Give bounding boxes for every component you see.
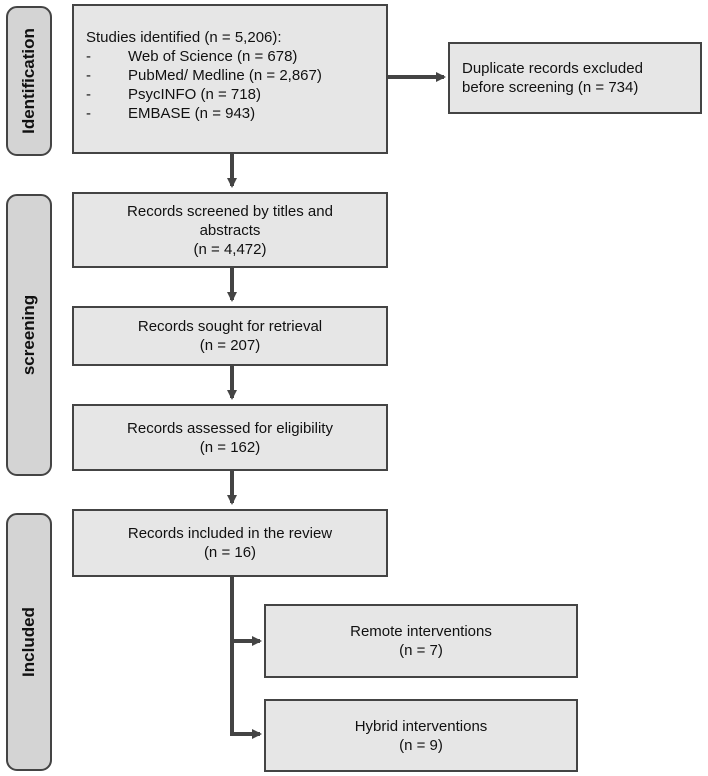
phase-included: Included	[6, 513, 52, 771]
screened-line-1: Records screened by titles and	[127, 202, 333, 220]
remote-interventions-box: Remote interventions (n = 7)	[264, 604, 578, 678]
retrieval-line-1: Records sought for retrieval	[137, 318, 323, 335]
source-bullet: -	[86, 48, 91, 65]
studies-identified-title: Studies identified (n = 5,206):	[86, 29, 282, 46]
records-retrieval-box: Records sought for retrieval (n = 207)	[72, 306, 388, 366]
included-line-1: Records included in the review	[127, 525, 333, 542]
studies-identified-box: Studies identified (n = 5,206): - Web of…	[72, 4, 388, 154]
phase-identification: Identification	[6, 6, 52, 156]
records-screened-box: Records screened by titles and abstracts…	[72, 192, 388, 268]
source-bullet: -	[86, 105, 91, 122]
duplicates-line-1: Duplicate records excluded	[462, 60, 643, 77]
source-item: - Web of Science (n = 678)	[86, 47, 376, 66]
source-embase: EMBASE (n = 943)	[128, 105, 256, 122]
source-psycinfo: PsycINFO (n = 718)	[128, 86, 261, 103]
records-included-box: Records included in the review (n = 16)	[72, 509, 388, 577]
source-list: - Web of Science (n = 678) - PubMed/ Med…	[86, 47, 376, 123]
hybrid-line-2: (n = 9)	[399, 736, 443, 754]
included-line-2: (n = 16)	[203, 544, 257, 561]
source-item: - PubMed/ Medline (n = 2,867)	[86, 66, 376, 85]
source-item: - PsycINFO (n = 718)	[86, 85, 376, 104]
duplicates-excluded-box: Duplicate records excluded before screen…	[448, 42, 702, 114]
hybrid-interventions-box: Hybrid interventions (n = 9)	[264, 699, 578, 772]
duplicates-line-2: before screening (n = 734)	[462, 79, 639, 96]
source-bullet: -	[86, 67, 91, 84]
retrieval-line-2: (n = 207)	[199, 337, 261, 354]
eligibility-line-1: Records assessed for eligibility	[127, 419, 333, 437]
source-bullet: -	[86, 86, 91, 103]
source-pubmed-medline: PubMed/ Medline (n = 2,867)	[128, 67, 322, 84]
screened-line-3: (n = 4,472)	[193, 240, 267, 258]
source-item: - EMBASE (n = 943)	[86, 104, 376, 123]
remote-line-1: Remote interventions	[350, 623, 492, 640]
screened-line-2: abstracts	[199, 221, 261, 239]
records-eligibility-box: Records assessed for eligibility (n = 16…	[72, 404, 388, 471]
phase-screening: screening	[6, 194, 52, 476]
eligibility-line-2: (n = 162)	[199, 438, 261, 456]
remote-line-2: (n = 7)	[399, 642, 443, 659]
hybrid-line-1: Hybrid interventions	[354, 717, 488, 735]
source-web-of-science: Web of Science (n = 678)	[128, 48, 298, 65]
